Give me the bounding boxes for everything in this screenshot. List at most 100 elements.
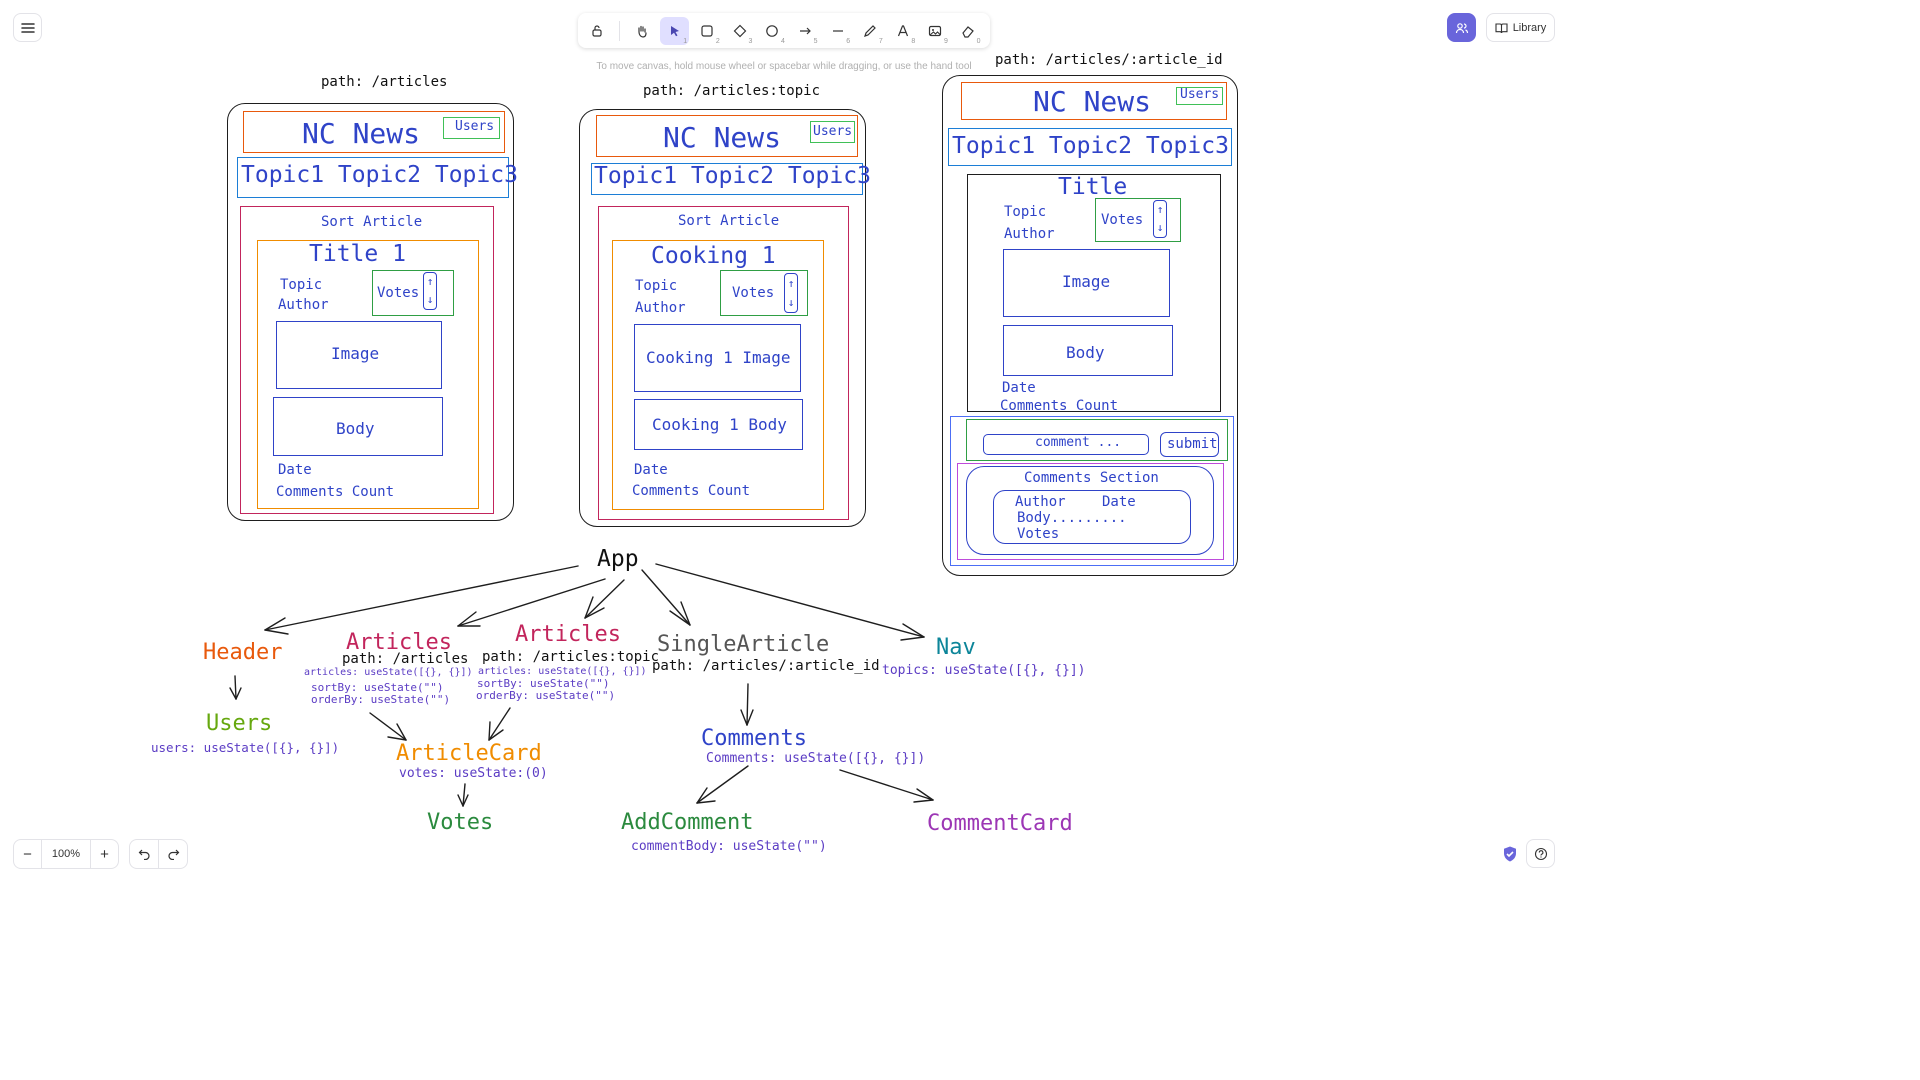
- diamond-icon: [733, 24, 747, 37]
- wireframe2-card-box[interactable]: [612, 240, 824, 510]
- wireframe1-users-box[interactable]: [443, 117, 500, 139]
- wireframe2-votes-box[interactable]: [720, 270, 808, 316]
- book-icon: [1495, 22, 1508, 33]
- tool-selection[interactable]: 1: [660, 16, 690, 45]
- zoom-level[interactable]: 100%: [40, 840, 92, 868]
- wireframe2-users-box[interactable]: [810, 121, 855, 143]
- wireframe3-comments-section-box[interactable]: [957, 463, 1224, 560]
- wireframe3-comment-input[interactable]: [983, 434, 1149, 455]
- tree-comment-card: CommentCard: [927, 811, 1073, 836]
- tool-eraser[interactable]: 0: [954, 17, 983, 45]
- wireframe3-topic: Topic: [1004, 204, 1047, 220]
- wireframe2-header-box[interactable]: [596, 115, 858, 157]
- wireframe1-header-box[interactable]: [243, 111, 505, 153]
- wireframe3-comment-card-box[interactable]: [993, 490, 1191, 544]
- redo-button[interactable]: [159, 840, 187, 868]
- tree-articles1-path: path: /articles: [342, 651, 469, 667]
- library-label: Library: [1512, 21, 1547, 34]
- hamburger-icon: [20, 22, 35, 33]
- tree-comments-state: Comments: useState([{}, {}]): [706, 751, 926, 766]
- wireframe3-vote-arrows[interactable]: ↑↓: [1153, 200, 1167, 238]
- tree-votes: Votes: [427, 810, 494, 835]
- wireframe3-comments-outer[interactable]: [950, 416, 1234, 566]
- text-icon: [897, 24, 908, 36]
- tool-arrow[interactable]: 5: [791, 17, 820, 45]
- wireframe3-header-box[interactable]: [961, 82, 1227, 120]
- zoom-in-button[interactable]: +: [100, 845, 109, 863]
- tree-nav: Nav: [936, 635, 976, 660]
- collaborate-button[interactable]: [1447, 13, 1476, 42]
- wireframe3-comments-section-inner[interactable]: [966, 466, 1214, 555]
- drawing-canvas[interactable]: path: /articles NC News Users Topic1 Top…: [0, 0, 1568, 882]
- tree-arrows: [229, 563, 934, 807]
- wireframe1-articles-box[interactable]: [240, 206, 494, 514]
- tool-text[interactable]: 8: [888, 17, 917, 45]
- help-button[interactable]: [1526, 839, 1555, 868]
- wireframe1-site-title: NC News: [302, 117, 421, 150]
- undo-button[interactable]: [130, 840, 159, 868]
- wireframe2-vote-arrows[interactable]: ↑↓: [784, 273, 798, 313]
- tool-rectangle[interactable]: 2: [693, 17, 722, 45]
- tree-header: Header: [203, 640, 283, 665]
- tool-lock[interactable]: [582, 17, 611, 45]
- wireframe3-votes-box[interactable]: [1095, 198, 1181, 242]
- wireframe3-comment-votes: Votes: [1017, 526, 1060, 542]
- eraser-icon: [962, 25, 974, 38]
- tree-articles2-path: path: /articles:topic: [482, 649, 660, 665]
- wireframe3-comment-author: Author: [1015, 494, 1066, 510]
- wireframe2-body-label: Cooking 1 Body: [652, 415, 787, 434]
- tool-line[interactable]: 6: [823, 17, 852, 45]
- arrow-icon: [800, 27, 811, 34]
- pointer-icon: [670, 25, 679, 36]
- tree-article-card: ArticleCard: [396, 741, 542, 766]
- wireframe2-site-title: NC News: [663, 121, 782, 154]
- wireframe3-date: Date: [1002, 380, 1036, 396]
- wireframe3-comment-body: Body.........: [1017, 510, 1127, 526]
- wireframe3-submit-button[interactable]: [1160, 432, 1219, 457]
- tree-add-comment: AddComment: [621, 810, 754, 835]
- wireframe2-author: Author: [635, 300, 686, 316]
- toolbar-divider: [618, 20, 620, 41]
- tool-draw[interactable]: 7: [856, 17, 885, 45]
- main-menu-button[interactable]: [13, 13, 42, 42]
- wireframe1-card-box[interactable]: [257, 240, 479, 509]
- wireframe3-article-box[interactable]: [967, 174, 1221, 412]
- tree-users: Users: [206, 711, 273, 736]
- wireframe1-frame[interactable]: [227, 103, 514, 521]
- wireframe2-sort-label: Sort Article: [678, 213, 780, 229]
- tool-hand[interactable]: [628, 17, 657, 45]
- wireframe3-users-box[interactable]: [1176, 87, 1223, 105]
- wireframe1-body-box[interactable]: [273, 397, 443, 456]
- wireframe1-body-label: Body: [336, 419, 375, 438]
- wireframe2-comments-count: Comments Count: [632, 483, 751, 499]
- wireframe3-frame[interactable]: [942, 75, 1238, 576]
- wireframe3-image-box[interactable]: [1003, 249, 1170, 317]
- lock-icon: [591, 24, 602, 37]
- tree-article-card-state: votes: useState:(0): [399, 766, 548, 781]
- wireframe1-votes-box[interactable]: [372, 270, 454, 316]
- tool-image[interactable]: 9: [921, 17, 950, 45]
- zoom-out-button[interactable]: −: [23, 845, 32, 863]
- wireframe2-frame[interactable]: [579, 109, 866, 527]
- wireframe3-comment-placeholder: comment ...: [1035, 435, 1122, 450]
- wireframe1-image-box[interactable]: [276, 321, 442, 389]
- library-button[interactable]: Library: [1486, 13, 1555, 42]
- tool-diamond[interactable]: 3: [725, 17, 754, 45]
- wireframe1-image-label: Image: [331, 344, 380, 363]
- wireframe3-add-comment-box[interactable]: [966, 419, 1228, 461]
- wireframe2-articles-box[interactable]: [598, 206, 849, 520]
- wireframe1-nav-box[interactable]: [237, 157, 509, 198]
- tool-ellipse[interactable]: 4: [758, 17, 787, 45]
- encryption-badge[interactable]: [1501, 845, 1519, 863]
- wireframe1-sort-label: Sort Article: [321, 214, 423, 230]
- wireframe2-body-box[interactable]: [634, 399, 803, 450]
- wireframe1-vote-arrows[interactable]: ↑↓: [423, 272, 437, 310]
- wireframe2-image-box[interactable]: [634, 324, 801, 392]
- wireframe3-nav-box[interactable]: [948, 128, 1232, 166]
- wireframe3-body-box[interactable]: [1003, 325, 1173, 376]
- users-icon: [1455, 22, 1468, 33]
- wireframe3-site-title: NC News: [1033, 85, 1152, 118]
- wireframe2-nav-box[interactable]: [591, 163, 863, 195]
- tree-articles2-order: orderBy: useState(""): [476, 689, 616, 702]
- wireframe3-card-title: Title: [1058, 174, 1128, 200]
